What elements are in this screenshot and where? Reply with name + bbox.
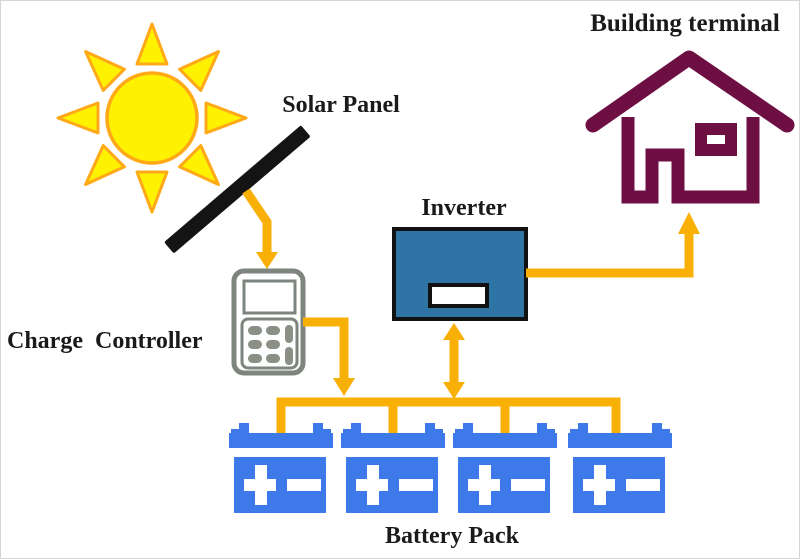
inverter-to-building-arrow	[526, 212, 700, 278]
inverter-battery-double-arrow	[443, 323, 465, 399]
minus-icon	[626, 479, 660, 491]
minus-icon	[287, 479, 321, 491]
sun-icon	[56, 22, 248, 214]
inverter-icon	[392, 227, 528, 321]
minus-icon	[399, 479, 433, 491]
battery-icon	[229, 423, 333, 513]
battery-pack-label: Battery Pack	[385, 523, 519, 549]
plus-icon	[244, 479, 276, 491]
controller-keys	[248, 325, 293, 365]
house-walls-door	[621, 117, 760, 204]
battery-icon	[341, 423, 445, 513]
house-roof	[585, 50, 795, 133]
house-icon	[585, 50, 795, 204]
battery-icon	[453, 423, 557, 513]
plus-icon	[583, 479, 615, 491]
inverter-label: Inverter	[421, 195, 507, 221]
battery-bus-lines	[276, 397, 621, 434]
house-window	[695, 123, 737, 156]
panel-to-controller-arrow	[242, 188, 278, 269]
solar-panel-label: Solar Panel	[282, 92, 400, 118]
plus-icon	[356, 479, 388, 491]
charge-controller-label: Charge Controller	[7, 328, 203, 354]
battery-icon	[568, 423, 672, 513]
minus-icon	[511, 479, 545, 491]
controller-screen	[242, 279, 297, 315]
plus-icon	[468, 479, 500, 491]
building-terminal-label: Building terminal	[590, 10, 780, 37]
solar-panel-icon	[164, 126, 310, 253]
charge-controller-icon	[231, 268, 306, 376]
battery-pack-group	[229, 423, 672, 513]
inverter-slot	[428, 283, 489, 308]
controller-to-battery-arrow	[303, 317, 355, 396]
